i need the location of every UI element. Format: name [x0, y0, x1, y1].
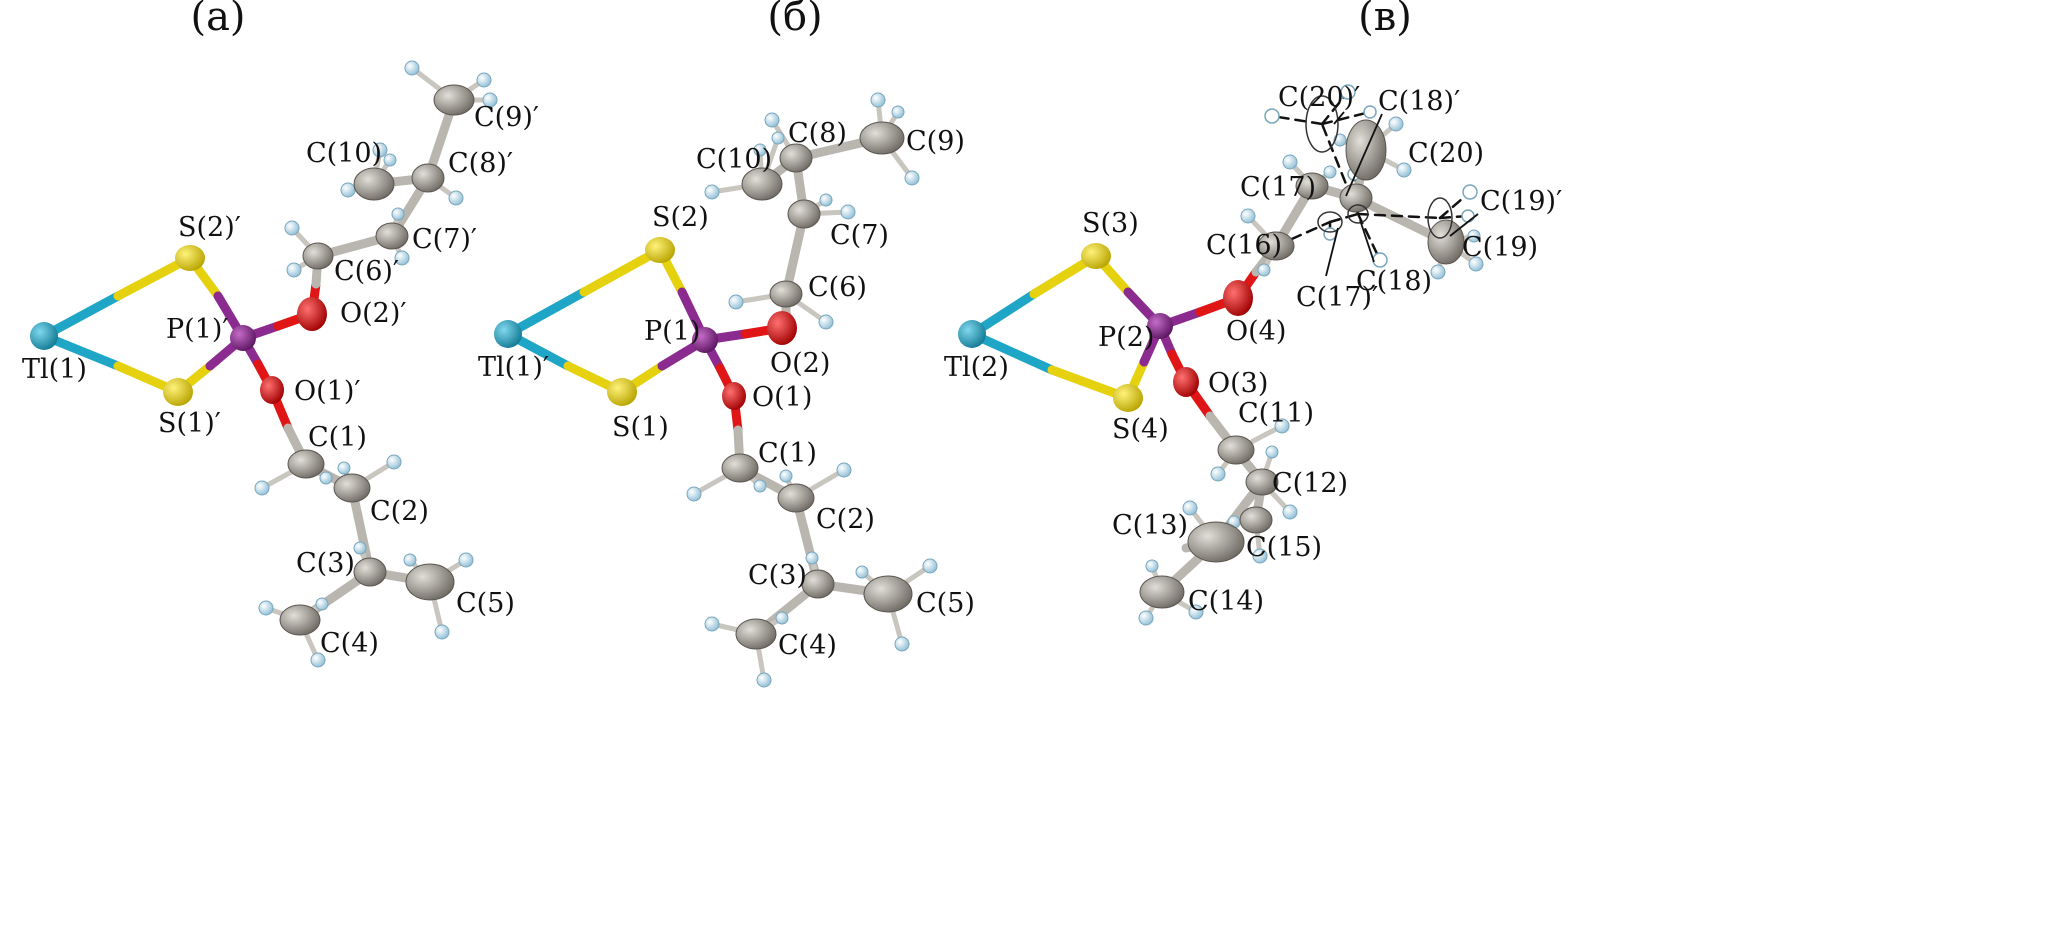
panel-a: (а) [22, 0, 539, 668]
label-c1: C(1) [308, 422, 367, 453]
label-o-down: O(3) [1208, 368, 1268, 399]
panel-b-o2-atom [767, 311, 797, 345]
label-c13: C(13) [1112, 510, 1188, 541]
label-c17p: C(17)′ [1296, 282, 1378, 313]
label-c5: C(5) [456, 588, 515, 619]
label-s-bot: S(1) [612, 412, 669, 443]
panel-v-title: (в) [1358, 0, 1412, 40]
label-c16: C(16) [1206, 230, 1282, 261]
panel-v-hydrogens [1138, 116, 1484, 626]
label-c-up1: C(6)′ [334, 256, 399, 287]
label-o-up: O(2)′ [340, 298, 407, 329]
label-c19p: C(19)′ [1480, 186, 1562, 217]
panel-v-tl-atom [958, 320, 986, 348]
label-p: P(1)′ [166, 314, 229, 345]
label-o-down: O(1)′ [294, 376, 361, 407]
panel-a-s2-atom [175, 245, 205, 271]
label-c11: C(11) [1238, 398, 1314, 429]
label-c4: C(4) [320, 628, 379, 659]
label-tl: Tl(1)′ [478, 352, 549, 383]
label-tl: Tl(2) [944, 352, 1009, 383]
label-o-down: O(1) [752, 382, 812, 413]
label-s-top: S(2) [652, 202, 709, 233]
panel-b-atoms [494, 92, 938, 688]
panel-b: (б) [478, 0, 975, 688]
label-c-up3: C(8)′ [448, 148, 513, 179]
panel-v-disordered-carbons [1305, 95, 1453, 239]
panel-v-o3-atom [1173, 367, 1199, 397]
label-p: P(2) [1098, 322, 1154, 353]
label-c3: C(3) [748, 560, 807, 591]
label-o-up: O(2) [770, 348, 830, 379]
label-c3: C(3) [296, 548, 355, 579]
label-c-up3: C(8) [788, 118, 847, 149]
label-c-up5: C(10) [306, 138, 382, 169]
label-c-up2: C(7) [830, 220, 889, 251]
label-c-up1: C(6) [808, 272, 867, 303]
label-s-top: S(2)′ [178, 212, 241, 243]
panel-a-p-atom [230, 325, 256, 351]
panel-a-labels: Tl(1) S(2)′ S(1)′ P(1)′ O(2)′ O(1)′ C(6)… [22, 102, 539, 659]
panel-a-hydrogens [254, 60, 498, 668]
panel-v-s4-atom [1113, 384, 1143, 412]
panel-v-o4-atom [1223, 280, 1253, 316]
panel-a-s1-atom [163, 378, 193, 406]
label-s-bot: S(1)′ [158, 408, 221, 439]
label-c-up2: C(7)′ [412, 224, 477, 255]
label-c2: C(2) [816, 504, 875, 535]
label-tl: Tl(1) [22, 354, 87, 385]
label-c-up5: C(10) [696, 144, 772, 175]
panel-b-o1-atom [722, 382, 746, 410]
panel-v: (в) [944, 0, 1562, 626]
label-c2: C(2) [370, 496, 429, 527]
panel-b-labels: Tl(1)′ S(2) S(1) P(1) O(2) O(1) C(6) C(7… [478, 118, 975, 661]
panel-v-atoms [958, 84, 1484, 626]
panel-a-o1-atom [260, 376, 284, 404]
label-s-top: S(3) [1082, 208, 1139, 239]
label-c18p: C(18)′ [1378, 86, 1460, 117]
panel-a-title: (а) [190, 0, 245, 40]
label-c-up4: C(9) [906, 126, 965, 157]
label-c4: C(4) [778, 630, 837, 661]
label-c14: C(14) [1188, 586, 1264, 617]
panel-b-p-atom [692, 327, 718, 353]
label-c19: C(19) [1462, 232, 1538, 263]
panel-b-carbons [721, 121, 913, 650]
panel-a-o2-atom [297, 297, 327, 331]
label-c20p: C(20)′ [1278, 82, 1360, 113]
panel-b-s1-atom [607, 378, 637, 406]
label-c-up4: C(9)′ [474, 102, 539, 133]
panel-b-tl-atom [494, 320, 522, 348]
label-c20: C(20) [1408, 138, 1484, 169]
panel-v-labels: Tl(2) S(3) S(4) P(2) O(4) O(3) C(16) C(1… [944, 82, 1562, 617]
label-o-up: O(4) [1226, 316, 1286, 347]
panel-a-tl-atom [30, 322, 58, 350]
panel-a-atoms [30, 60, 498, 668]
label-c12: C(12) [1272, 468, 1348, 499]
panel-v-s3-atom [1081, 243, 1111, 269]
panel-a-carbons [279, 84, 475, 636]
label-s-bot: S(4) [1112, 414, 1169, 445]
label-c15: C(15) [1246, 532, 1322, 563]
label-c17: C(17) [1240, 172, 1316, 203]
panel-b-s2-atom [645, 237, 675, 263]
label-c1: C(1) [758, 438, 817, 469]
panel-b-hydrogens [686, 92, 938, 688]
label-c5: C(5) [916, 588, 975, 619]
panel-v-leader-lines [1325, 111, 1479, 277]
label-c18: C(18) [1356, 266, 1432, 297]
label-p: P(1) [644, 316, 700, 347]
panel-b-title: (б) [767, 0, 822, 40]
panel-v-p-atom [1147, 313, 1173, 339]
